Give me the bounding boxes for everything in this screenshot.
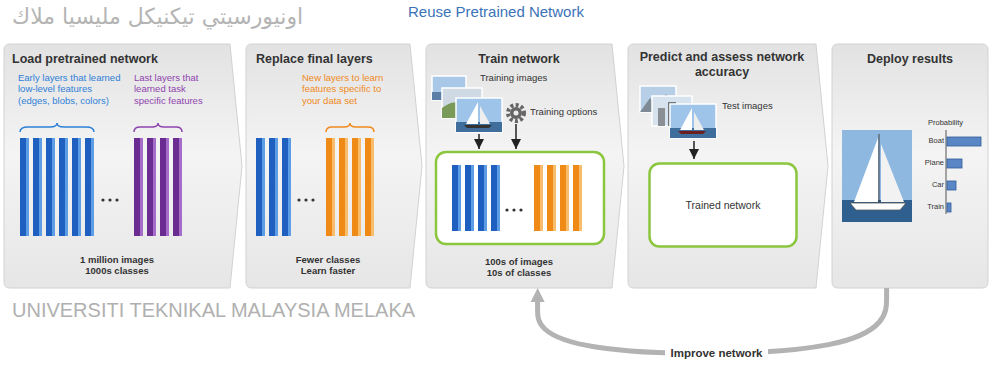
text-slot: Plane xyxy=(916,158,944,167)
network-box: Trained network xyxy=(648,162,798,248)
text-slot: Probability xyxy=(928,118,984,127)
label-slot: UNIVERSITI TEKNIKAL MALAYSIA MELAKA xyxy=(12,298,415,322)
text-slot: Early layers that learned low-level feat… xyxy=(18,72,126,106)
text-slot: New layers to learn features specific to… xyxy=(302,72,402,106)
node-heading: Trained network xyxy=(648,199,798,212)
diagram-title: Reuse Pretrained Network xyxy=(408,3,584,21)
text-slot: 1 million images 1000s classes xyxy=(77,254,157,277)
text-slot: Training options xyxy=(530,106,612,117)
text-slot: Test images xyxy=(722,100,806,111)
node-text: 1 million images 1000s classes xyxy=(77,254,157,277)
panel-shape xyxy=(832,44,988,288)
node-heading: Train network xyxy=(426,52,612,67)
text-slot: Car xyxy=(916,180,944,189)
text-slot: Training images xyxy=(480,72,570,83)
node-text: 100s of images 10s of classes xyxy=(479,256,559,279)
node-text: Plane xyxy=(916,158,944,167)
node-text: Early layers that learned low-level feat… xyxy=(18,72,126,106)
step-panel: Load pretrained networkEarly layers that… xyxy=(4,44,242,288)
panel-shape xyxy=(4,44,242,288)
text-slot: Train xyxy=(916,202,944,211)
step-panel: Train networkTraining imagesTraining opt… xyxy=(426,44,624,288)
text-slot: Load pretrained network xyxy=(12,52,230,67)
node-heading: Predict and assess network accuracy xyxy=(638,50,806,80)
node-heading: Load pretrained network xyxy=(12,52,230,67)
text-slot: Boat xyxy=(916,136,944,145)
text-slot: Deploy results xyxy=(832,52,988,67)
label-slot: اونيورسيتي تيكنيكل مليسيا ملاك xyxy=(12,4,303,30)
edge-label-slot: Improve network xyxy=(665,347,767,361)
edge-label: Improve network xyxy=(665,347,767,361)
node-text: Test images xyxy=(722,100,806,111)
text-slot: 100s of images 10s of classes xyxy=(479,256,559,279)
step-panel: Deploy resultsProbabilityBoatPlaneCarTra… xyxy=(832,44,988,288)
panel-shape xyxy=(628,44,828,288)
node-text: New layers to learn features specific to… xyxy=(302,72,402,106)
watermark: UNIVERSITI TEKNIKAL MALAYSIA MELAKA xyxy=(12,298,415,322)
node-text: Training images xyxy=(480,72,570,83)
text-slot: Replace final layers xyxy=(256,52,406,67)
feedback-arrow xyxy=(538,288,887,353)
text-slot: Trained network xyxy=(648,199,798,212)
step-panel: Replace final layersNew layers to learn … xyxy=(246,44,422,288)
node-text: Boat xyxy=(916,136,944,145)
node-text: Training options xyxy=(530,106,612,117)
panel-outline xyxy=(832,44,988,288)
node-heading: Replace final layers xyxy=(256,52,406,67)
step-panel: Predict and assess network accuracyTest … xyxy=(628,44,828,288)
text-slot: Fewer classes Learn faster xyxy=(288,254,368,277)
panel-shape xyxy=(246,44,422,288)
text-slot: Train network xyxy=(426,52,612,67)
node-text: Train xyxy=(916,202,944,211)
watermark: اونيورسيتي تيكنيكل مليسيا ملاك xyxy=(12,4,303,30)
text-slot: Last layers that learned task specific f… xyxy=(134,72,214,106)
node-text: Car xyxy=(916,180,944,189)
node-text: Fewer classes Learn faster xyxy=(288,254,368,277)
node-text: Last layers that learned task specific f… xyxy=(134,72,214,106)
node-heading: Deploy results xyxy=(832,52,988,67)
panel-shape xyxy=(426,44,624,288)
node-text: Probability xyxy=(928,118,984,127)
text-slot: Predict and assess network accuracy xyxy=(638,50,806,80)
panel-outline xyxy=(628,44,828,288)
